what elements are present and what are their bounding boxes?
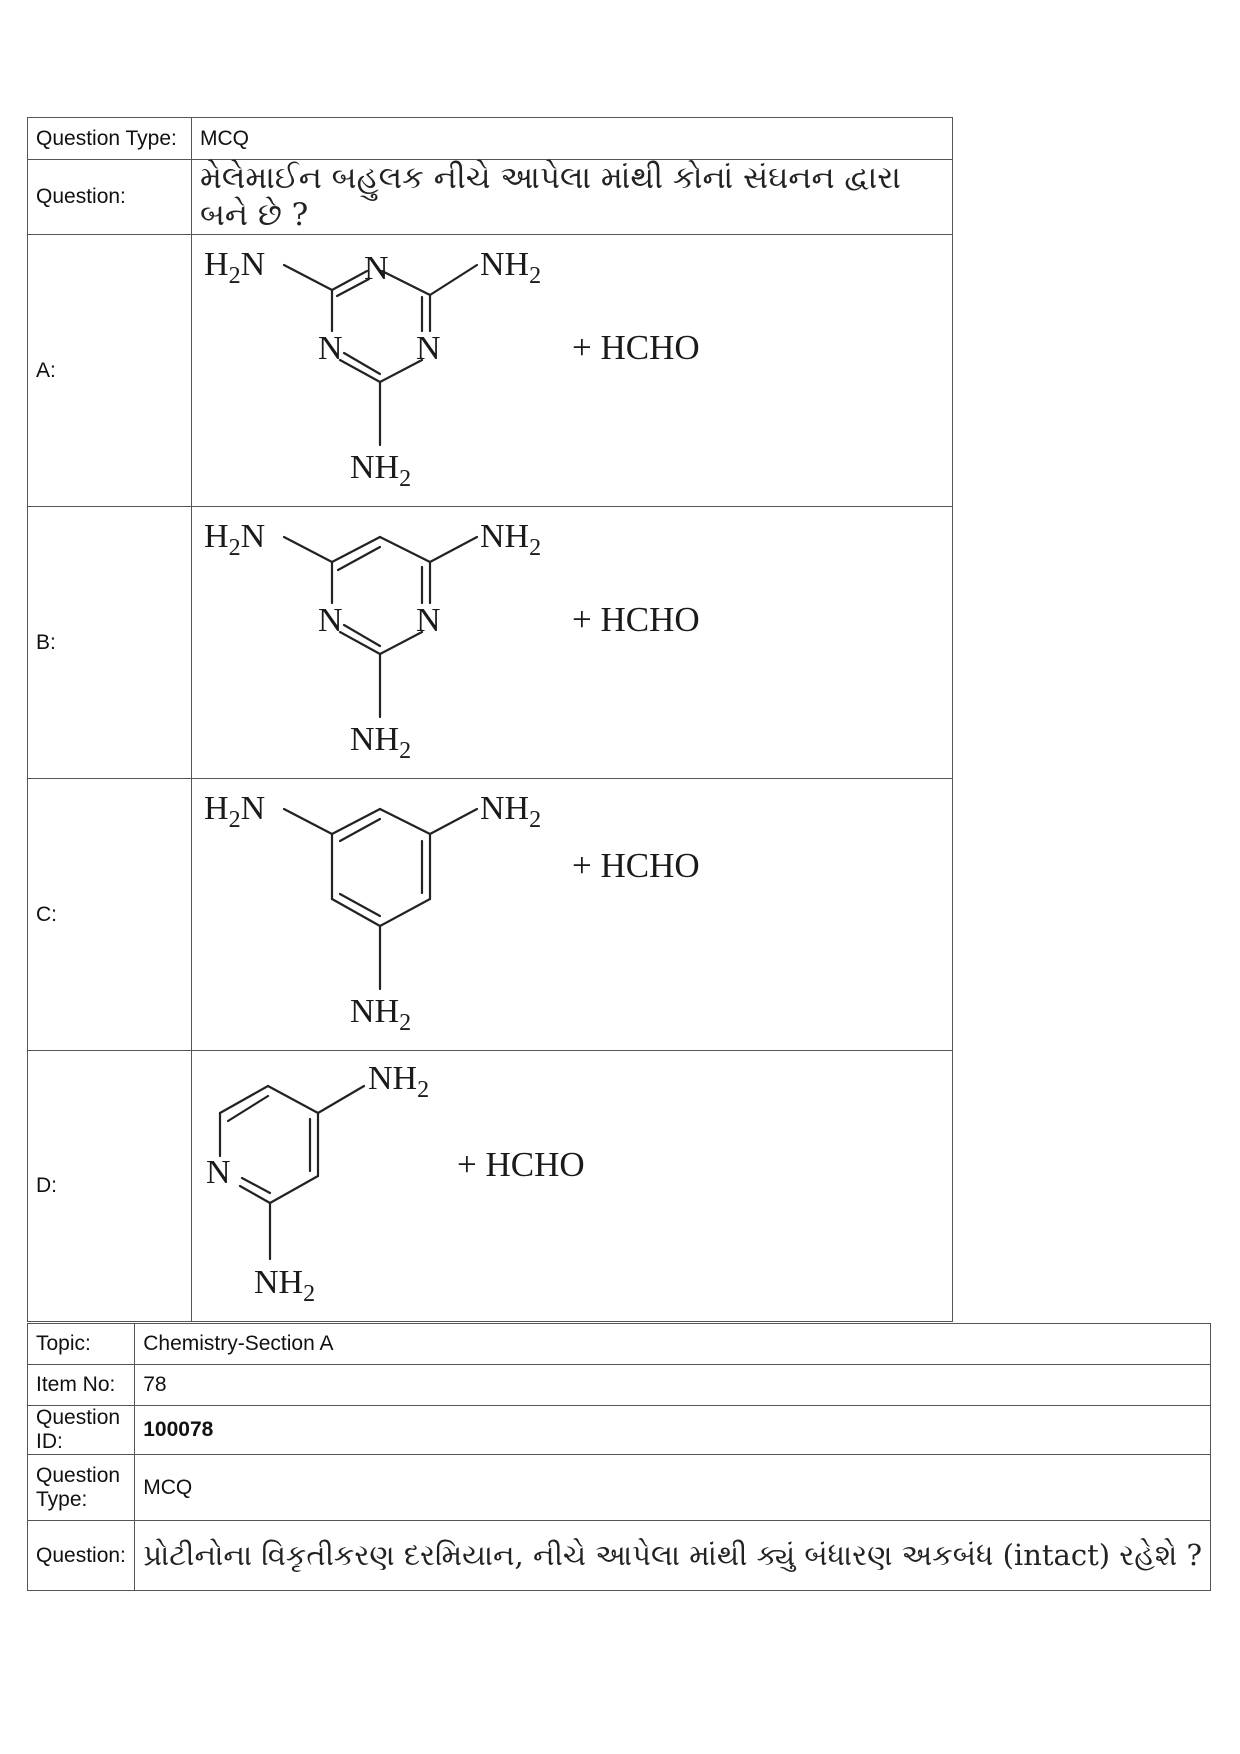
question-row: Question: મેલેમાઈન બહુલક નીચે આપેલા માંથ… [27, 159, 953, 235]
option-d-row: D: NH2 N NH2 + HCHO [27, 1050, 953, 1322]
bond [335, 277, 371, 298]
bond [378, 358, 424, 384]
question-table-2: Topic: Chemistry-Section A Item No: 78 Q… [26, 1323, 1211, 1591]
option-b-structure: H2N NH2 N N NH2 + HCHO [204, 518, 700, 764]
option-b-label: B: [27, 506, 192, 779]
question-id-row: Question ID: 100078 [26, 1405, 1211, 1455]
option-c-structure: H2N NH2 NH2 + HCHO [204, 790, 700, 1036]
bond [266, 1084, 320, 1115]
group-label: NH2 [350, 721, 411, 764]
bond [330, 535, 382, 564]
bond [282, 263, 334, 292]
bond [378, 630, 424, 656]
bond [342, 623, 382, 648]
option-a-label: A: [27, 234, 192, 507]
question-table-1: Question Type: MCQ Question: મેલેમાઈન બહ… [27, 117, 953, 1322]
group-label: NH2 [350, 449, 411, 492]
bond [338, 630, 382, 656]
option-c-structure-cell: H2N NH2 NH2 + HCHO [191, 778, 953, 1051]
bond [240, 1176, 272, 1195]
question-type-row: Question Type: MCQ [27, 117, 953, 160]
bond [378, 897, 432, 928]
bond [282, 535, 334, 564]
question-text: મેલેમાઈન બહુલક નીચે આપેલા માંથી કોનાં સં… [191, 159, 953, 235]
bond [338, 892, 382, 918]
group-label: H2N [204, 790, 265, 833]
question-text-2: પ્રોટીનોના વિકૃતીકરણ દરમિયાન, નીચે આપેલા… [134, 1520, 1211, 1591]
option-a-structure-cell: H2N N NH2 N N NH2 + HCHO [191, 234, 953, 507]
bond [378, 535, 432, 564]
reagent-label: + HCHO [457, 1145, 585, 1184]
bond [380, 269, 432, 297]
option-d-label: D: [27, 1050, 192, 1322]
bond [330, 897, 382, 928]
option-b-row: B: H2N NH2 N N NH2 + HCHO [27, 506, 953, 779]
option-d-structure: NH2 N NH2 + HCHO [206, 1060, 585, 1307]
bond [336, 545, 382, 572]
item-no-value: 78 [134, 1364, 1211, 1406]
reagent-label: + HCHO [572, 846, 700, 885]
group-label: N [318, 330, 343, 367]
option-d-structure-cell: NH2 N NH2 + HCHO [191, 1050, 953, 1322]
group-label: N [206, 1154, 231, 1191]
bond [428, 535, 479, 564]
bond [330, 269, 369, 292]
bond [330, 807, 382, 836]
bond [342, 351, 382, 376]
option-c-row: C: H2N NH2 NH2 + HCHO [27, 778, 953, 1051]
option-c-label: C: [27, 778, 192, 1051]
group-label: H2N [204, 246, 265, 289]
topic-row: Topic: Chemistry-Section A [26, 1323, 1211, 1365]
option-b-structure-cell: H2N NH2 N N NH2 + HCHO [191, 506, 953, 779]
question-type-label-2: Question Type: [26, 1454, 136, 1521]
bond [238, 1184, 272, 1205]
bond [218, 1084, 270, 1115]
question-label: Question: [27, 159, 192, 235]
group-label: NH2 [368, 1060, 429, 1103]
question-row-2: Question: પ્રોટીનોના વિકૃતીકરણ દરમિયાન, … [26, 1520, 1211, 1591]
question-id-value: 100078 [134, 1405, 1211, 1455]
reagent-label: + HCHO [572, 600, 700, 639]
group-label: NH2 [480, 518, 541, 561]
option-a-structure: H2N N NH2 N N NH2 + HCHO [204, 246, 700, 492]
reagent-label: + HCHO [572, 328, 700, 367]
bond [338, 817, 382, 843]
bond [428, 807, 479, 836]
question-label-2: Question: [26, 1520, 136, 1591]
bond [428, 263, 479, 297]
group-label: N [416, 602, 441, 639]
item-no-label: Item No: [26, 1364, 136, 1406]
bond [316, 1084, 366, 1115]
bond [226, 1094, 270, 1123]
bond [268, 1174, 320, 1205]
group-label: NH2 [350, 993, 411, 1036]
bond [338, 358, 382, 384]
group-label: NH2 [254, 1264, 315, 1307]
question-type-row-2: Question Type: MCQ [26, 1454, 1211, 1521]
topic-value: Chemistry-Section A [134, 1323, 1211, 1365]
question-type-value-2: MCQ [134, 1454, 1211, 1521]
item-no-row: Item No: 78 [26, 1364, 1211, 1406]
group-label: NH2 [480, 790, 541, 833]
option-a-row: A: H2N N NH2 N N NH2 + H [27, 234, 953, 507]
group-label: N [318, 602, 343, 639]
bond [282, 807, 334, 836]
question-id-label: Question ID: [26, 1405, 136, 1455]
group-label: H2N [204, 518, 265, 561]
topic-label: Topic: [26, 1323, 136, 1365]
group-label: N [416, 330, 441, 367]
group-label: N [364, 250, 389, 287]
question-type-value: MCQ [191, 117, 953, 160]
bond [378, 807, 432, 836]
group-label: NH2 [480, 246, 541, 289]
question-type-label: Question Type: [27, 117, 192, 160]
